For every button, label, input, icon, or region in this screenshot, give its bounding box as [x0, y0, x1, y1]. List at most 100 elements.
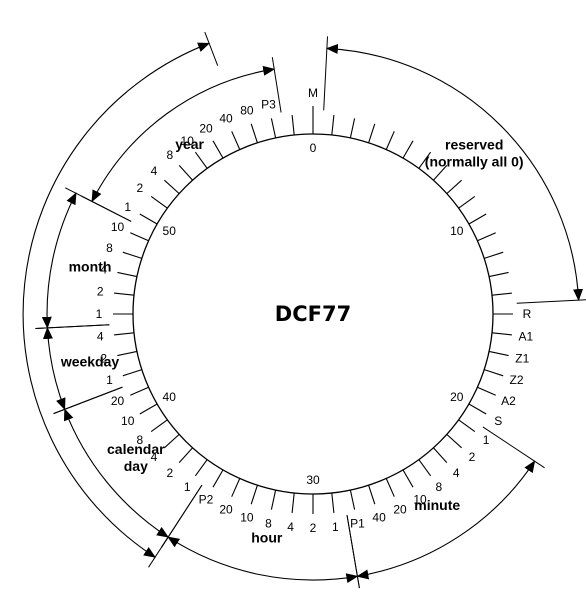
second-tick-39 [150, 419, 168, 433]
second-tick-35 [212, 469, 224, 488]
second-tick-58 [270, 118, 277, 139]
bit-label-16: A1 [518, 329, 533, 343]
second-tick-47 [117, 271, 138, 278]
year-boundary-start [81, 195, 132, 222]
date-span-bracket-arc [22, 42, 211, 558]
reserved-bracket-arc [325, 43, 584, 302]
second-tick-1 [331, 115, 335, 136]
second-tick-36 [194, 459, 208, 477]
second-tick-34 [231, 478, 241, 497]
second-tick-43 [117, 350, 138, 357]
bit-label-41: 20 [111, 394, 125, 408]
bit-label-23: 4 [453, 466, 460, 480]
bit-label-27: 40 [372, 511, 386, 525]
second-tick-23 [432, 447, 448, 463]
bit-label-48: 8 [106, 241, 113, 255]
second-tick-26 [385, 478, 395, 497]
second-tick-53 [178, 165, 194, 181]
bit-label-55: 20 [199, 122, 213, 136]
second-tick-31 [291, 492, 295, 513]
bit-label-53: 8 [166, 148, 173, 162]
bit-label-45: 1 [96, 307, 103, 321]
second-tick-13 [488, 271, 509, 278]
second-tick-29 [331, 492, 335, 513]
bit-label-29: 1 [332, 520, 339, 534]
second-tick-40 [139, 403, 158, 415]
bit-label-43: 2 [100, 352, 107, 366]
minute-bracket-arc [356, 460, 536, 580]
bit-label-18: Z2 [509, 373, 523, 387]
second-tick-38 [164, 433, 180, 449]
bit-label-56: 40 [219, 112, 233, 126]
hour-label: hour [251, 529, 283, 545]
second-tick-54 [194, 151, 208, 169]
bit-label-40: 10 [121, 414, 135, 428]
second-tick-56 [231, 131, 241, 150]
second-tick-2 [349, 118, 356, 139]
field-brackets: reserved(normally all 0)minutehourcalend… [22, 31, 586, 589]
calendar-day-label: calendar [107, 441, 165, 457]
month-label: month [69, 259, 112, 275]
bit-label-21: 1 [483, 433, 490, 447]
second-tick-17 [488, 350, 509, 357]
bit-label-51: 2 [137, 181, 144, 195]
second-tick-12 [484, 251, 504, 259]
second-tick-19 [477, 386, 496, 396]
second-tick-51 [150, 195, 168, 209]
reserved-boundary-start [323, 36, 328, 111]
second-number-50: 50 [163, 224, 177, 238]
second-tick-59 [291, 115, 295, 136]
bit-label-36: 1 [184, 480, 191, 494]
second-number-20: 20 [450, 390, 464, 404]
reserved-boundary-end [516, 299, 586, 304]
bit-label-15: R [523, 307, 532, 321]
second-tick-41 [130, 386, 149, 396]
second-tick-44 [114, 332, 135, 336]
second-tick-49 [130, 232, 149, 242]
bit-label-58: P3 [261, 98, 276, 112]
second-tick-10 [468, 213, 487, 225]
bit-label-19: A2 [501, 394, 516, 408]
date-span-boundary-start [148, 536, 169, 568]
bit-label-30: 2 [310, 521, 317, 535]
second-number-40: 40 [163, 390, 177, 404]
bit-label-32: 8 [265, 516, 272, 530]
second-tick-50 [139, 213, 158, 225]
bit-label-28: P1 [350, 516, 365, 530]
second-number-30: 30 [306, 473, 320, 487]
second-tick-4 [385, 131, 395, 150]
date-span-boundary-end [204, 31, 219, 66]
bit-label-37: 2 [166, 466, 173, 480]
weekday-bracket-arc [42, 326, 66, 411]
bit-label-50: 1 [124, 200, 131, 214]
bit-label-47: 4 [100, 263, 107, 277]
second-tick-14 [491, 292, 512, 296]
second-tick-52 [164, 179, 180, 195]
second-tick-46 [114, 292, 135, 296]
second-number-10: 10 [450, 224, 464, 238]
bit-label-46: 2 [97, 285, 104, 299]
bit-label-22: 2 [469, 450, 476, 464]
bit-label-52: 4 [151, 164, 158, 178]
second-tick-55 [212, 140, 224, 159]
bit-label-33: 10 [240, 511, 254, 525]
second-tick-28 [349, 489, 356, 510]
calendar-day-bracket-arc [63, 408, 169, 538]
second-tick-42 [122, 369, 142, 377]
second-tick-21 [458, 419, 476, 433]
bit-label-24: 8 [435, 480, 442, 494]
second-tick-25 [402, 469, 414, 488]
month-bracket-arc [41, 192, 77, 329]
second-tick-48 [122, 251, 142, 259]
second-tick-22 [446, 433, 462, 449]
bit-label-31: 4 [287, 520, 294, 534]
year-label: year [175, 136, 204, 152]
bit-label-44: 4 [97, 329, 104, 343]
second-tick-33 [250, 485, 258, 505]
second-tick-3 [368, 123, 376, 143]
second-tick-18 [484, 369, 504, 377]
minute-boundary-start [482, 426, 545, 469]
bit-label-57: 80 [240, 104, 254, 118]
second-tick-20 [468, 403, 487, 415]
